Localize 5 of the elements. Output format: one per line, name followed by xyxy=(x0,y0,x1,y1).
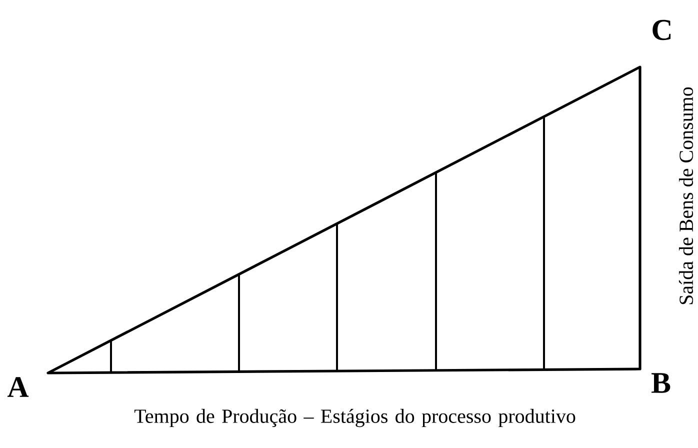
axis-label: Saída de Bens de Consumo xyxy=(678,87,694,304)
axis-label: Tempo de Produção – Estágios do processo produtivo xyxy=(134,408,576,428)
vertex-label: B xyxy=(652,373,670,393)
vertex-label: C xyxy=(652,20,671,40)
vertex-label: A xyxy=(7,377,29,397)
